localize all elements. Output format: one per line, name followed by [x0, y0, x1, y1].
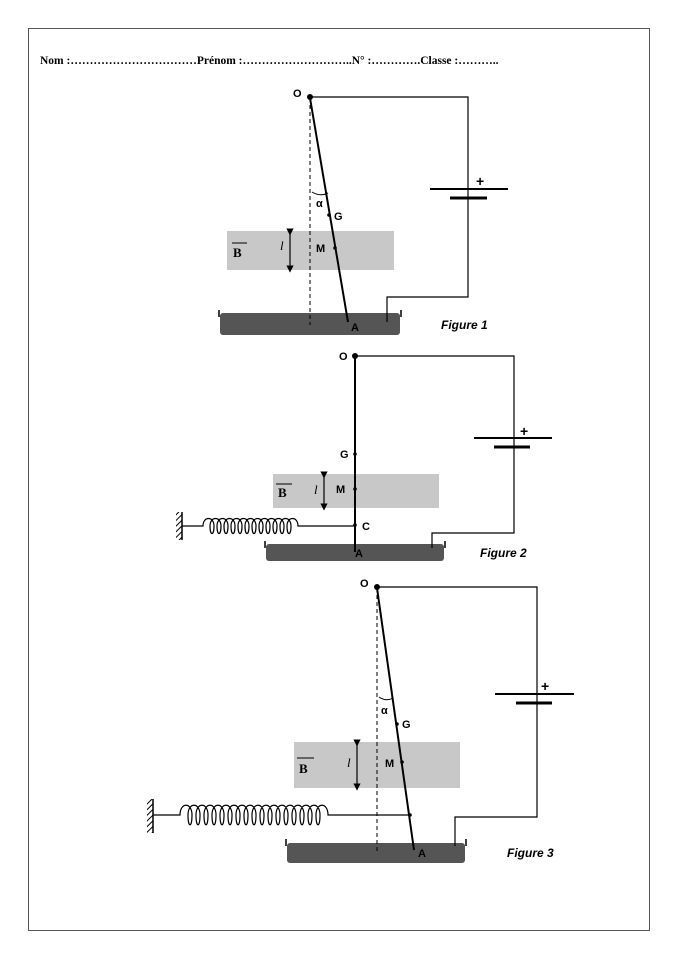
- label-g: G: [340, 449, 349, 461]
- battery-plus-sign: +: [541, 678, 549, 694]
- conducting-rod: [376, 587, 415, 851]
- figure-2-caption: Figure 2: [480, 546, 527, 560]
- mercury-trough: [266, 544, 444, 561]
- spring: [182, 517, 355, 535]
- battery-plus-sign: +: [476, 173, 484, 189]
- label-o: O: [293, 88, 302, 100]
- label-g: G: [334, 211, 343, 223]
- mercury-trough: [287, 843, 465, 863]
- b-field-label: B: [299, 761, 308, 776]
- circuit-wire: [310, 96, 469, 322]
- figure-3: B l O α G M A + Figure 3: [147, 578, 574, 863]
- label-a: A: [355, 548, 363, 560]
- label-o: O: [339, 351, 348, 363]
- label-m: M: [316, 243, 325, 255]
- spring: [153, 804, 410, 826]
- width-label-l: l: [280, 238, 284, 253]
- label-alpha: α: [316, 198, 323, 210]
- label-m: M: [385, 758, 394, 770]
- label-g: G: [402, 719, 411, 731]
- figure-2: B l O G M C A + Figure 2: [176, 351, 552, 561]
- student-info-header: Nom :……………………………Prénom :………………………..N° :……: [40, 55, 499, 67]
- label-a: A: [418, 848, 426, 860]
- page-frame: [28, 28, 650, 931]
- label-alpha: α: [381, 705, 388, 717]
- figure-3-caption: Figure 3: [507, 846, 554, 860]
- width-label-l: l: [347, 755, 351, 770]
- battery-plus-sign: +: [520, 423, 528, 439]
- label-c: C: [362, 521, 370, 533]
- label-m: M: [336, 484, 345, 496]
- label-a: A: [351, 322, 359, 334]
- figure-1: B l O α G M A + Figure 1: [218, 88, 508, 335]
- conducting-rod: [309, 97, 349, 323]
- magnetic-field-region: [227, 231, 394, 270]
- label-o: O: [360, 578, 369, 590]
- b-field-label: B: [278, 485, 287, 500]
- width-label-l: l: [314, 482, 318, 497]
- figure-1-caption: Figure 1: [441, 318, 488, 332]
- b-field-label: B: [233, 245, 242, 260]
